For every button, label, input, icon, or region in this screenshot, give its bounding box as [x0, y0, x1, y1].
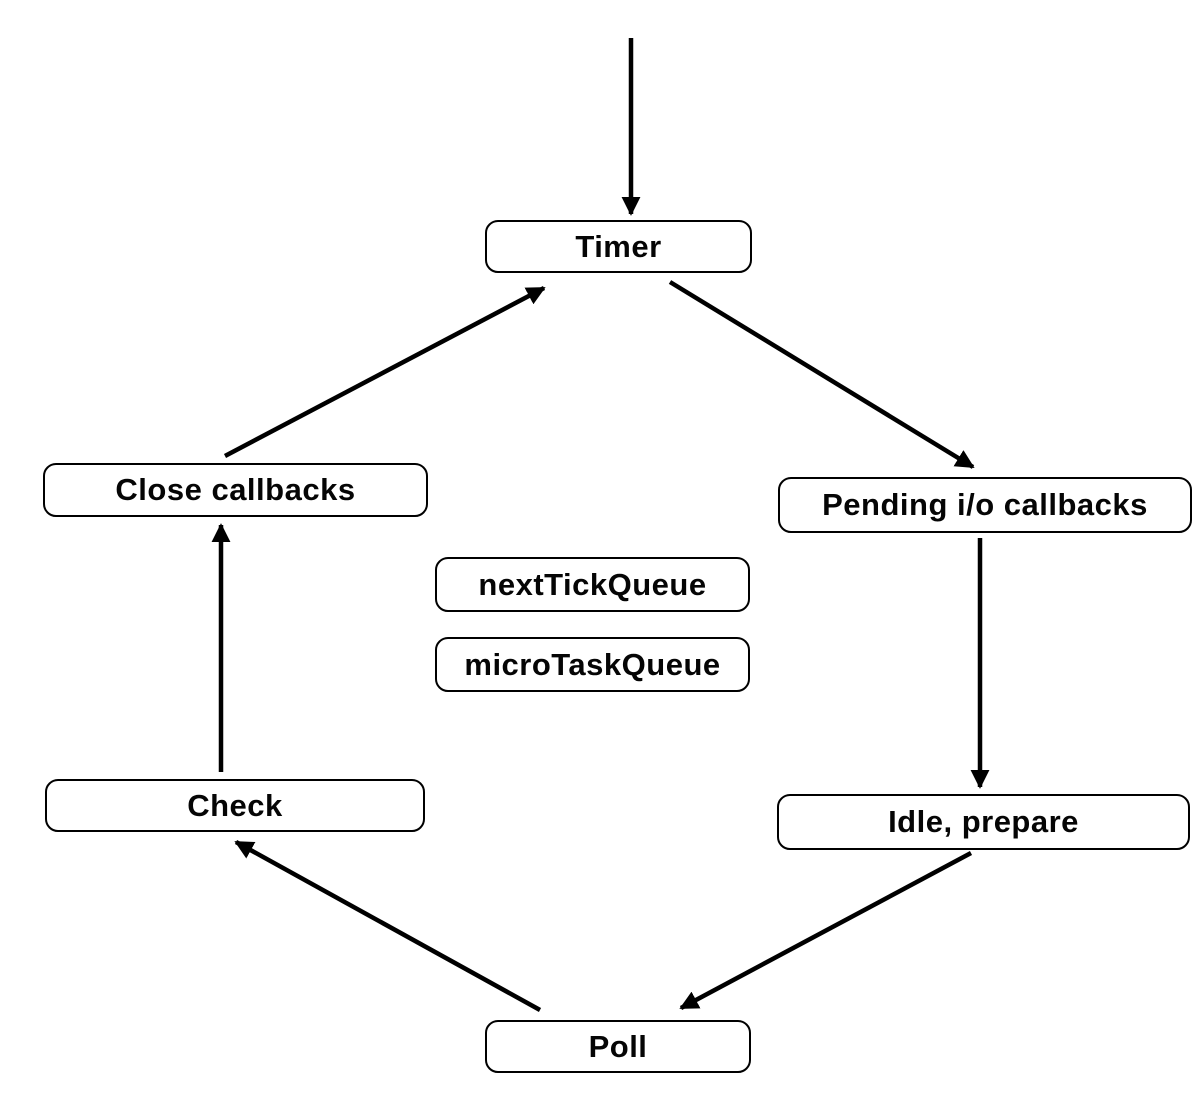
- node-close-callbacks-label: Close callbacks: [115, 472, 356, 507]
- node-micro-task-queue-label: microTaskQueue: [464, 646, 721, 682]
- node-close-callbacks: Close callbacks: [43, 463, 428, 517]
- edge-close-callbacks-to-timer-arrow: [223, 286, 546, 458]
- node-pending-io-callbacks-label: Pending i/o callbacks: [822, 487, 1148, 522]
- node-timer: Timer: [485, 220, 752, 273]
- edge-timer-to-pending-io-arrow: [668, 280, 975, 469]
- node-poll: Poll: [485, 1020, 751, 1073]
- node-check: Check: [45, 779, 425, 832]
- node-idle-prepare-label: Idle, prepare: [888, 804, 1079, 839]
- node-pending-io-callbacks: Pending i/o callbacks: [778, 477, 1192, 533]
- node-poll-label: Poll: [588, 1028, 648, 1064]
- edge-idle-prepare-to-poll-arrow: [679, 851, 973, 1010]
- node-check-label: Check: [187, 787, 283, 823]
- node-timer-label: Timer: [575, 228, 662, 264]
- node-next-tick-queue-label: nextTickQueue: [478, 566, 707, 602]
- edge-poll-to-check-arrow: [234, 840, 542, 1012]
- node-next-tick-queue: nextTickQueue: [435, 557, 750, 612]
- node-idle-prepare: Idle, prepare: [777, 794, 1190, 850]
- node-micro-task-queue: microTaskQueue: [435, 637, 750, 692]
